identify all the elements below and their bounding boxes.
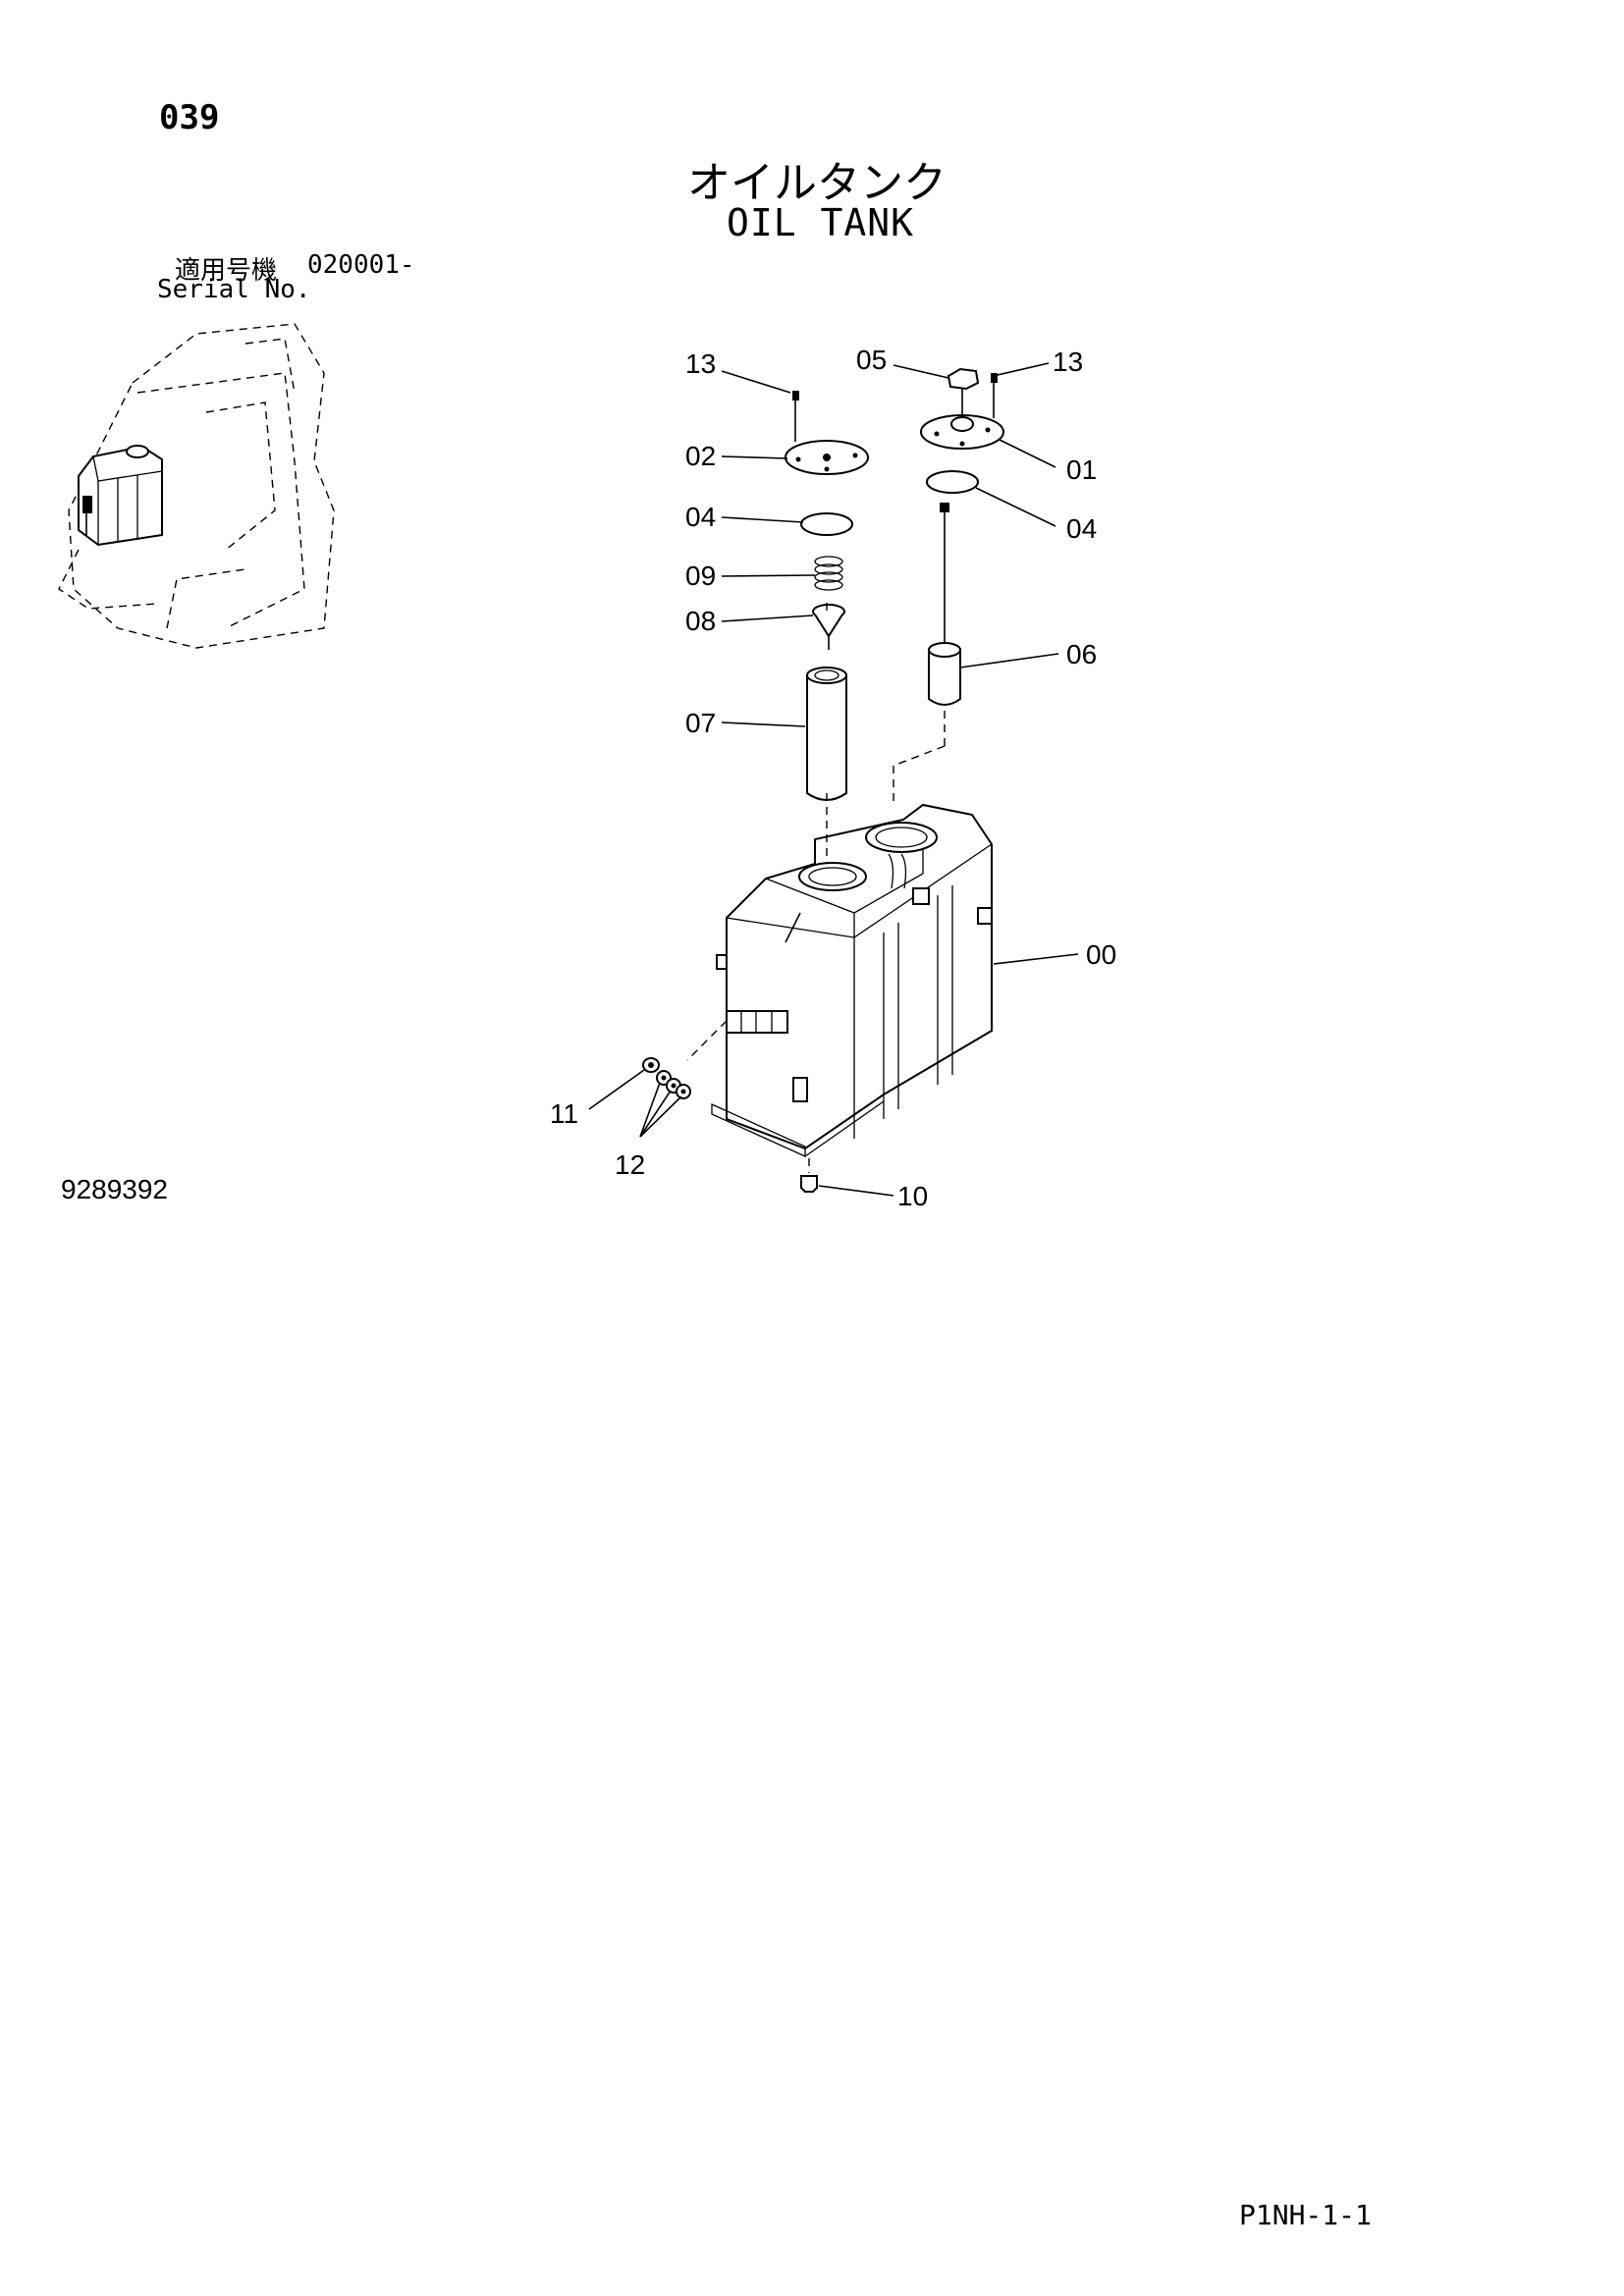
cover-part-01 [920,414,1004,450]
callout-04-right: 04 [1066,513,1097,544]
callout-05: 05 [856,345,887,375]
filter-element-part-06 [928,503,961,706]
drawing-number: 9289392 [61,1174,169,1204]
nut-part-11 [642,1057,660,1073]
spring-part-09 [814,556,843,591]
page-code: P1NH-1-1 [1239,2199,1372,2231]
title-english: OIL TANK [727,201,915,244]
leader-lines [588,362,1079,1197]
callout-07: 07 [685,708,716,738]
serial-label-japanese: 適用号機 [175,256,278,286]
callout-labels: 13 05 13 02 01 04 04 09 08 06 07 00 11 1… [550,345,1116,1211]
filter-element-part-07 [806,667,847,801]
exploded-parts-diagram: 13 05 13 02 01 04 04 09 08 06 07 00 11 1… [58,323,1116,1211]
callout-12: 12 [615,1149,645,1180]
title-japanese: オイルタンク [687,158,947,208]
machine-locator-thumbnail [58,323,335,649]
serial-label-english: Serial No. [157,275,311,304]
cover-part-02 [785,440,869,475]
callout-00: 00 [1086,939,1116,970]
bolt-part-13-right [991,373,998,418]
callout-01: 01 [1066,454,1097,485]
callout-13-left: 13 [685,348,716,379]
oil-tank-part-00 [711,803,993,1158]
callout-09: 09 [685,561,716,591]
callout-13-right: 13 [1053,347,1083,377]
washer-part-12 [656,1070,691,1099]
strainer-part-08 [812,604,845,650]
serial-range: 020001- [307,250,415,280]
callout-04-left: 04 [685,502,716,532]
callout-10: 10 [897,1181,928,1211]
o-ring-part-04-left [800,512,853,536]
o-ring-part-04-right [926,470,979,494]
drain-plug-part-10 [800,1175,818,1193]
page-number: 039 [159,98,220,137]
callout-02: 02 [685,441,716,471]
bolt-part-13-left [792,391,799,442]
callout-08: 08 [685,606,716,636]
cap-part-05 [947,367,980,416]
callout-11: 11 [550,1098,578,1129]
tank-highlight-icon [78,445,163,547]
callout-06: 06 [1066,639,1097,669]
